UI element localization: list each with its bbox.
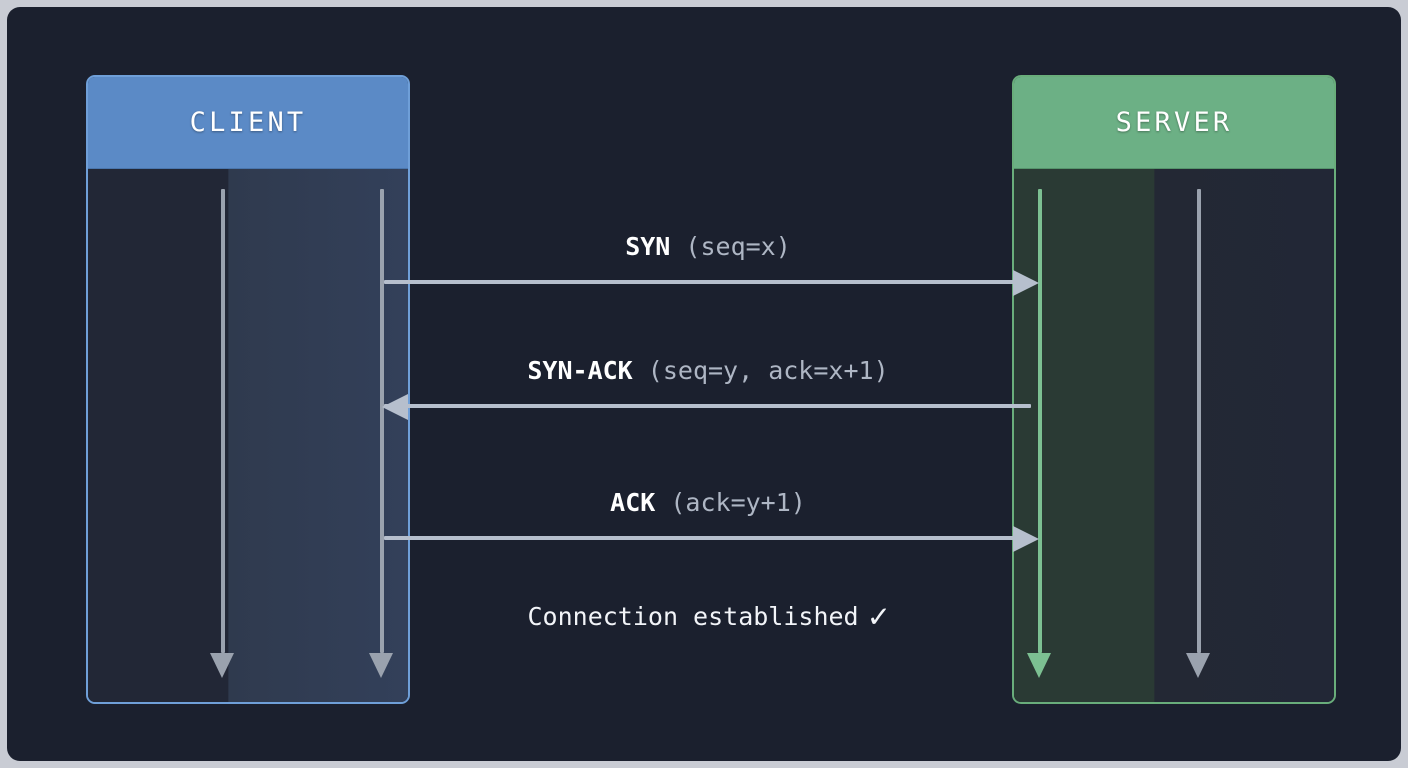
server-lifeline-right: [1197, 189, 1201, 653]
message-arrow-syn-ack: [384, 404, 1031, 408]
participant-header-client: CLIENT: [88, 77, 408, 169]
message-flag-syn-ack: SYN-ACK: [527, 356, 633, 385]
participant-box-server[interactable]: SERVER: [1012, 75, 1336, 704]
client-lifeline-right-arrowhead-icon: [369, 653, 393, 678]
participant-title-client: CLIENT: [189, 107, 307, 138]
participant-body-server: [1014, 169, 1334, 702]
connection-established-note: Connection established ✓: [385, 596, 1031, 635]
message-args-syn: (seq=x): [685, 232, 791, 261]
client-lifeline-left: [221, 189, 225, 653]
message-label-syn-ack: SYN-ACK (seq=y, ack=x+1): [385, 356, 1031, 385]
message-arrowhead-left-icon-syn-ack: [382, 394, 408, 420]
message-label-ack: ACK (ack=y+1): [385, 488, 1031, 517]
server-lifeline-right-arrowhead-icon: [1186, 653, 1210, 678]
client-lifeline-right: [380, 189, 384, 653]
message-arrowhead-right-icon-ack: [1013, 526, 1039, 552]
check-icon: ✓: [868, 596, 889, 635]
participant-body-client: [88, 169, 408, 702]
message-flag-syn: SYN: [625, 232, 671, 261]
diagram-canvas: CLIENT SERVER SYN (seq=x) SYN-ACK (seq=y…: [7, 7, 1401, 761]
message-arrow-syn: [384, 280, 1031, 284]
message-label-syn: SYN (seq=x): [385, 232, 1031, 261]
connection-established-text: Connection established: [527, 602, 859, 631]
message-args-ack: (ack=y+1): [670, 488, 806, 517]
server-lifeline-left: [1038, 189, 1042, 653]
message-arrow-ack: [384, 536, 1031, 540]
participant-header-server: SERVER: [1014, 77, 1334, 169]
participant-box-client[interactable]: CLIENT: [86, 75, 410, 704]
client-lifeline-left-arrowhead-icon: [210, 653, 234, 678]
message-flag-ack: ACK: [610, 488, 656, 517]
message-arrowhead-right-icon-syn: [1013, 270, 1039, 296]
message-args-syn-ack: (seq=y, ack=x+1): [647, 356, 889, 385]
participant-title-server: SERVER: [1115, 107, 1233, 138]
server-lifeline-left-arrowhead-icon: [1027, 653, 1051, 678]
